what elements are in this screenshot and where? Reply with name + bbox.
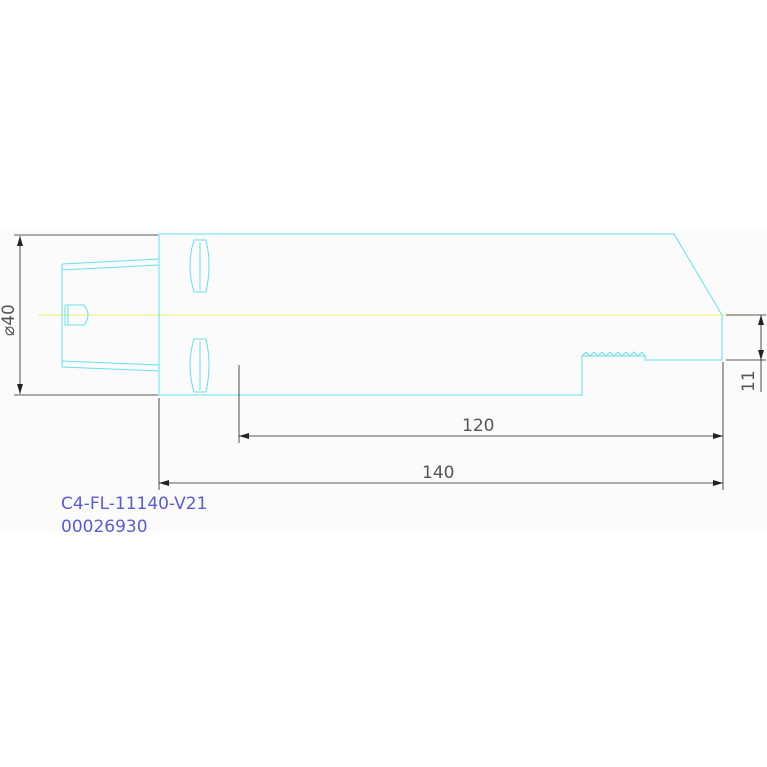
shank-outline <box>61 258 160 372</box>
dim-140-arrow-right <box>713 480 723 486</box>
tool-body-outline <box>158 233 723 396</box>
drawing-background <box>0 228 767 531</box>
dim-120-label: 120 <box>462 416 494 436</box>
dim-120-arrow-right <box>713 433 723 439</box>
thread-profile <box>581 351 646 357</box>
pin-feature <box>64 304 89 326</box>
dim-diameter-label: ⌀40 <box>0 304 19 336</box>
dim-diameter-arrow-bottom <box>17 384 23 394</box>
dim-offset-arrow-bottom <box>758 350 764 360</box>
dim-120-arrow-left <box>239 433 249 439</box>
part-number: 00026930 <box>61 517 148 537</box>
dim-140-arrow-left <box>159 480 169 486</box>
upper-insert-slot <box>189 239 210 293</box>
dim-140-label: 140 <box>422 463 454 483</box>
lower-insert-slot <box>189 338 210 393</box>
dim-offset-label: 11 <box>739 370 759 392</box>
dim-diameter-arrow-top <box>17 236 23 246</box>
dim-offset-arrow-top <box>758 315 764 325</box>
part-code: C4-FL-11140-V21 <box>61 494 207 514</box>
